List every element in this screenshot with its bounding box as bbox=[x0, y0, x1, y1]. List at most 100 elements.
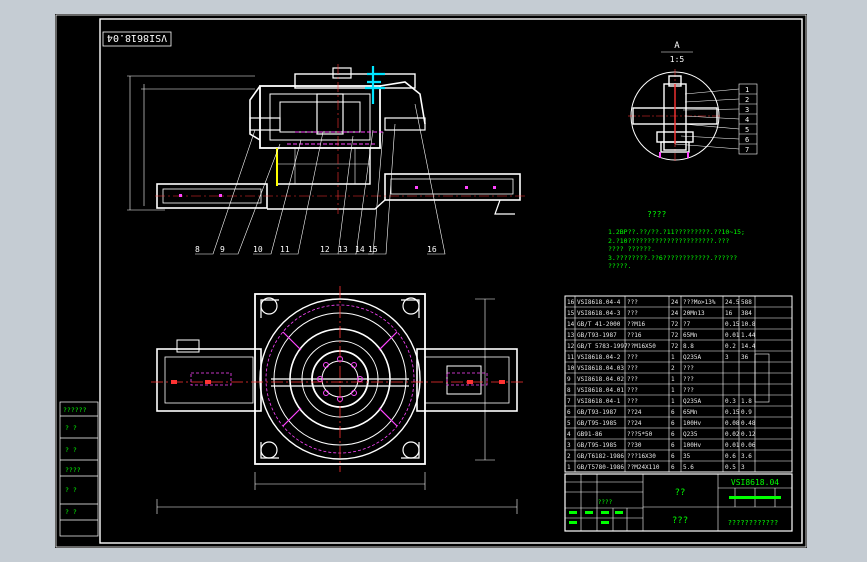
bom-cell-w1: 0.15 bbox=[725, 321, 740, 328]
drawing-name-cell: ?? bbox=[675, 488, 686, 498]
callout-15: 15 bbox=[368, 245, 378, 254]
bom-cell-mat: ??? bbox=[683, 387, 694, 394]
bom-cell-code: VSI8618.04-2 bbox=[577, 354, 621, 361]
bom-cell-code: VSI8618.04.03 bbox=[577, 365, 624, 372]
bom-cell-w2: 10.8 bbox=[741, 321, 756, 328]
bom-cell-w2: 1.44 bbox=[741, 332, 756, 339]
detail-callout-7: 7 bbox=[745, 146, 749, 154]
bom-cell-no: 9 bbox=[567, 376, 571, 383]
frame-border bbox=[99, 18, 803, 544]
bom-cell-name: ??? bbox=[627, 310, 638, 317]
bom-cell-w1: 0.6 bbox=[725, 453, 736, 460]
bom-cell-code: GB/T 5783-1997 bbox=[577, 343, 628, 350]
side-cell-4: ???? bbox=[65, 466, 81, 474]
bom-cell-code: GB/T5780-1986 bbox=[577, 464, 624, 471]
bom-cell-no: 6 bbox=[567, 409, 571, 416]
bom-cell-w1: 0.3 bbox=[725, 398, 736, 405]
detail-callout-3: 3 bbox=[745, 106, 749, 114]
callout-9: 9 bbox=[220, 245, 225, 254]
bom-cell-no: 4 bbox=[567, 431, 571, 438]
detail-callout-4: 4 bbox=[745, 116, 749, 124]
callout-12: 12 bbox=[320, 245, 330, 254]
bom-cell-code: VSI8618.04.01 bbox=[577, 387, 624, 394]
bom-cell-qty: 72 bbox=[671, 321, 679, 328]
company-cell: ??? bbox=[672, 516, 688, 526]
bom-cell-name: ??? bbox=[627, 365, 638, 372]
bom-cell-name: ???5*50 bbox=[627, 431, 653, 438]
bom-cell-name: ???16X30 bbox=[627, 453, 656, 460]
bom-cell-w2: 0.12 bbox=[741, 431, 756, 438]
front-view-details bbox=[155, 64, 525, 214]
bom-cell-code: GB/T95-1985 bbox=[577, 420, 617, 427]
bom-cell-no: 11 bbox=[567, 354, 575, 361]
bom-cell-no: 14 bbox=[567, 321, 575, 328]
detail-view-a: A 1:5 bbox=[628, 41, 758, 163]
bom-cell-w1: 0.15 bbox=[725, 409, 740, 416]
bom-cell-name: ??? bbox=[627, 299, 638, 306]
bom-cell-w2: 36 bbox=[741, 354, 749, 361]
bom-cell-w2: 384 bbox=[741, 310, 752, 317]
bom-cell-mat: 100Hv bbox=[683, 442, 701, 449]
detail-callout-1: 1 bbox=[745, 86, 749, 94]
plan-view bbox=[151, 286, 525, 514]
detail-callout-2: 2 bbox=[745, 96, 749, 104]
bom-cell-w2: 0.06 bbox=[741, 442, 756, 449]
bom-cell-w2: 0.48 bbox=[741, 420, 756, 427]
bom-cell-qty: 1 bbox=[671, 387, 675, 394]
bom-cell-qty: 24 bbox=[671, 310, 679, 317]
bom-cell-no: 7 bbox=[567, 398, 571, 405]
bom-cell-mat: 100Hv bbox=[683, 420, 701, 427]
bom-cell-no: 2 bbox=[567, 453, 571, 460]
bom-cell-qty: 6 bbox=[671, 431, 675, 438]
bom-cell-no: 12 bbox=[567, 343, 575, 350]
bom-cell-mat: 5.6 bbox=[683, 464, 694, 471]
bom-cell-mat: Q235 bbox=[683, 431, 698, 438]
bom-cell-name: ??24 bbox=[627, 420, 642, 427]
bom-cell-qty: 6 bbox=[671, 409, 675, 416]
bom-cell-no: 1 bbox=[567, 464, 571, 471]
bom-cell-name: ??16 bbox=[627, 332, 642, 339]
bom-cell-mat: ??? bbox=[683, 365, 694, 372]
bom-cell-code: VSI8618.04.02 bbox=[577, 376, 624, 383]
bom-cell-no: 8 bbox=[567, 387, 571, 394]
bom-cell-w1: 16 bbox=[725, 310, 733, 317]
bom-cell-code: GB91-86 bbox=[577, 431, 603, 438]
bom-cell-qty: 72 bbox=[671, 343, 679, 350]
tech-note-4: 3.????????.??6????????????.?????? bbox=[608, 254, 737, 262]
bom-cell-code: VSI8618.04-1 bbox=[577, 398, 621, 405]
bom-cell-code: GB/T93-1987 bbox=[577, 409, 617, 416]
bom-cell-w1: 0.08 bbox=[725, 420, 740, 427]
title-block: VSI8618.04 ?? ??? ???? ???????????? bbox=[564, 473, 793, 532]
bom-cell-w1: 24.5 bbox=[725, 299, 740, 306]
bom-cell-w1: 0.01 bbox=[725, 442, 740, 449]
bom-cell-qty: 6 bbox=[671, 453, 675, 460]
bom-cell-name: ??M16 bbox=[627, 321, 645, 328]
bom-cell-w1: 0.01 bbox=[725, 332, 740, 339]
bom-cell-w2: 0.9 bbox=[741, 409, 752, 416]
side-cell-3: ? ? bbox=[65, 446, 77, 454]
front-leaders bbox=[195, 103, 446, 255]
stamp-code: VSI8618.04 bbox=[107, 32, 167, 43]
side-cell-1: ?????? bbox=[63, 406, 87, 414]
bom-cell-mat: 35 bbox=[683, 453, 691, 460]
bom-cell-name: ??M24X110 bbox=[627, 464, 660, 471]
assembly-drawing: VSI8618.04 bbox=[55, 14, 807, 548]
bom-cell-w2: 588 bbox=[741, 299, 752, 306]
callout-11: 11 bbox=[280, 245, 290, 254]
bom-cell-code: GB/T 41-2000 bbox=[577, 321, 621, 328]
bom-cell-name: ??24 bbox=[627, 409, 642, 416]
bom-cell-code: VSI8618.04-3 bbox=[577, 310, 621, 317]
bom-cell-w1: 0.02 bbox=[725, 431, 740, 438]
bom-cell-no: 10 bbox=[567, 365, 575, 372]
scale-label: ???? bbox=[598, 499, 613, 506]
bom-cell-code: GB/T95-1985 bbox=[577, 442, 617, 449]
